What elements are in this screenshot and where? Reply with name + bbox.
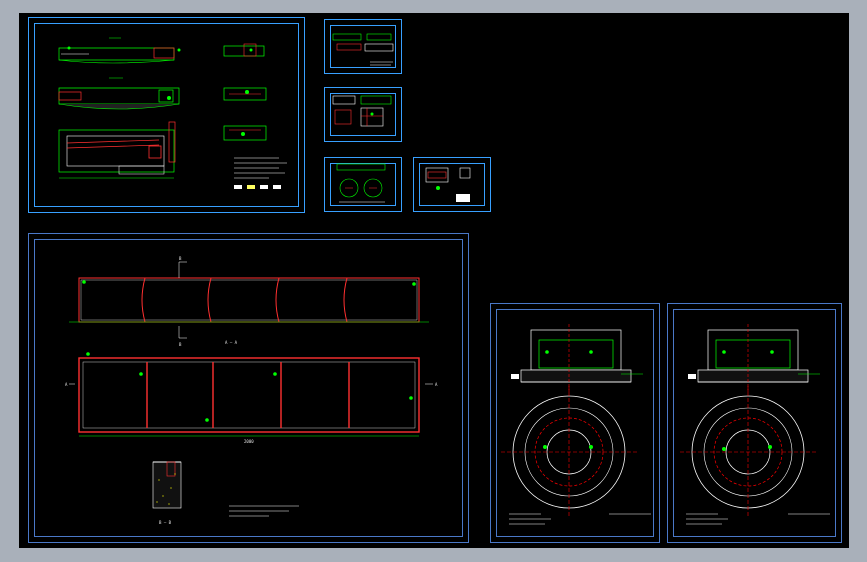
plan-view: [58, 121, 176, 179]
drawing-sheet-detail-1[interactable]: [324, 19, 402, 74]
drawing-sheet-foundation-2[interactable]: [667, 303, 842, 543]
drawing-sheet-main-plan[interactable]: A — A B B 2000 A A: [28, 233, 469, 543]
foundation-2-drawing: [680, 324, 830, 525]
sheet-border: [330, 163, 396, 206]
section-a-a: [69, 261, 429, 339]
sheet-border: [496, 309, 654, 537]
main-plan-drawing: A — A B B 2000 A A: [65, 256, 438, 525]
detail-2-drawing: [332, 95, 392, 127]
section-a-label: A — A: [225, 340, 238, 345]
notes-lines: [229, 505, 299, 517]
section-b-b: [152, 461, 182, 509]
marker-b-bottom: B: [179, 342, 182, 347]
sheet-border: [34, 23, 299, 207]
detail-3-drawing: [336, 163, 386, 203]
sheet-border: [330, 25, 396, 68]
sheet-border: [34, 239, 463, 537]
notes-block: [234, 157, 287, 189]
detail-4-drawing: [425, 167, 471, 202]
overall-dimension-label: 2000: [244, 439, 254, 444]
drawing-sheet-detail-3[interactable]: [324, 157, 402, 212]
drawing-sheet-overview[interactable]: [28, 17, 305, 213]
sheet-border: [673, 309, 836, 537]
overview-sheet-drawing: [58, 37, 287, 189]
drawing-sheet-detail-4[interactable]: [413, 157, 491, 212]
drawing-sheet-foundation-1[interactable]: [490, 303, 660, 543]
sheet-border: [330, 93, 396, 136]
marker-b-top: B: [179, 256, 182, 261]
detail-1-drawing: [332, 33, 394, 66]
drawing-sheet-detail-2[interactable]: [324, 87, 402, 142]
section-b-label: B — B: [159, 520, 172, 525]
cad-drawing-canvas[interactable]: A — A B B 2000 A A: [19, 13, 849, 548]
long-section-1: [58, 37, 181, 64]
plan-view-cells: [69, 352, 433, 437]
sheet-border: [419, 163, 485, 206]
foundation-1-drawing: [501, 324, 651, 525]
long-section-2: [58, 77, 180, 110]
detail-sections: [223, 43, 267, 141]
marker-a-left: A: [65, 382, 68, 387]
marker-a-right: A: [435, 382, 438, 387]
